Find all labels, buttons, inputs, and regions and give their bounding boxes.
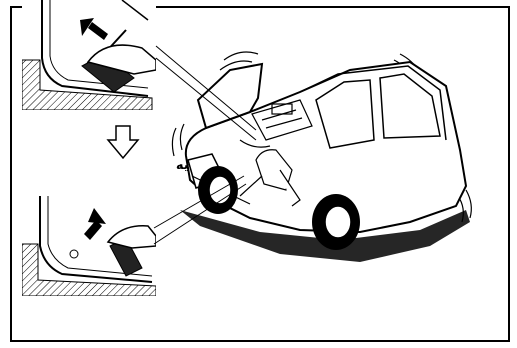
down-arrow-icon — [106, 124, 140, 160]
release-arrow-icon — [84, 208, 106, 240]
pedal-press-drawing — [22, 0, 156, 110]
duration-caption: کمتر از 5 ثانیه — [158, 158, 268, 173]
press-arrow-icon — [80, 18, 108, 40]
pedal-release-drawing — [22, 196, 156, 296]
pedal-release-inset — [22, 196, 156, 296]
pedal-press-inset — [22, 0, 156, 110]
